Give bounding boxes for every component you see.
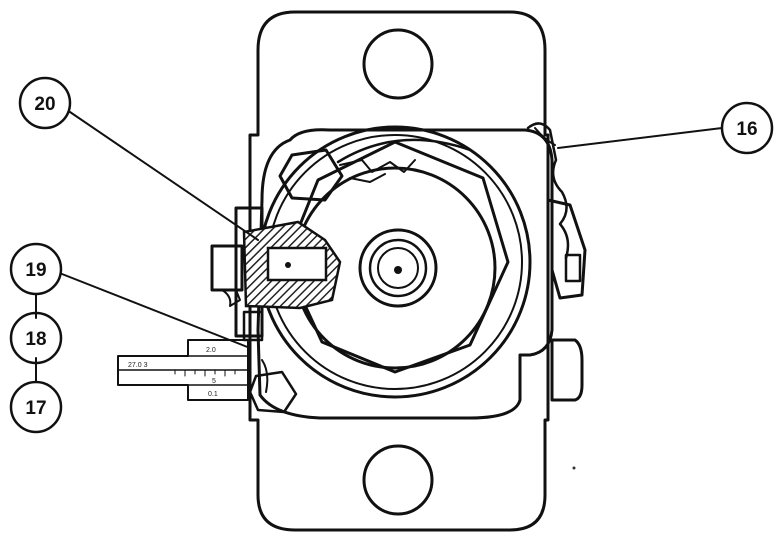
hex-nut bbox=[283, 140, 510, 374]
leader-lines bbox=[35, 111, 723, 383]
gauge-mark-bottom: 0.1 bbox=[208, 391, 218, 398]
callout-label: 20 bbox=[34, 94, 55, 115]
spring-wire bbox=[526, 122, 570, 260]
callout-label: 19 bbox=[25, 260, 46, 281]
callout-17: 17 bbox=[9, 380, 63, 434]
side-tab bbox=[550, 338, 584, 402]
callout-18: 18 bbox=[9, 311, 63, 365]
scale-gauge: 2.0 27.0 3 5 0.1 bbox=[117, 339, 249, 401]
limit-switch bbox=[242, 310, 298, 414]
stray-dot bbox=[572, 466, 576, 470]
callout-label: 16 bbox=[736, 119, 757, 140]
callout-label: 17 bbox=[25, 398, 46, 419]
gauge-mark-left: 27.0 3 bbox=[128, 362, 148, 369]
mounting-plate bbox=[248, 10, 550, 532]
actuator-assembly bbox=[210, 206, 342, 338]
upper-mounting-hole bbox=[362, 28, 434, 100]
callout-label: 18 bbox=[25, 329, 46, 350]
callout-20: 20 bbox=[18, 76, 72, 130]
gauge-mark-top: 2.0 bbox=[206, 347, 216, 354]
top-bolt bbox=[278, 148, 416, 202]
callout-19: 19 bbox=[9, 242, 63, 296]
gauge-mark-middle: 5 bbox=[212, 378, 216, 385]
lower-mounting-hole bbox=[362, 444, 434, 516]
callout-16: 16 bbox=[720, 101, 774, 155]
